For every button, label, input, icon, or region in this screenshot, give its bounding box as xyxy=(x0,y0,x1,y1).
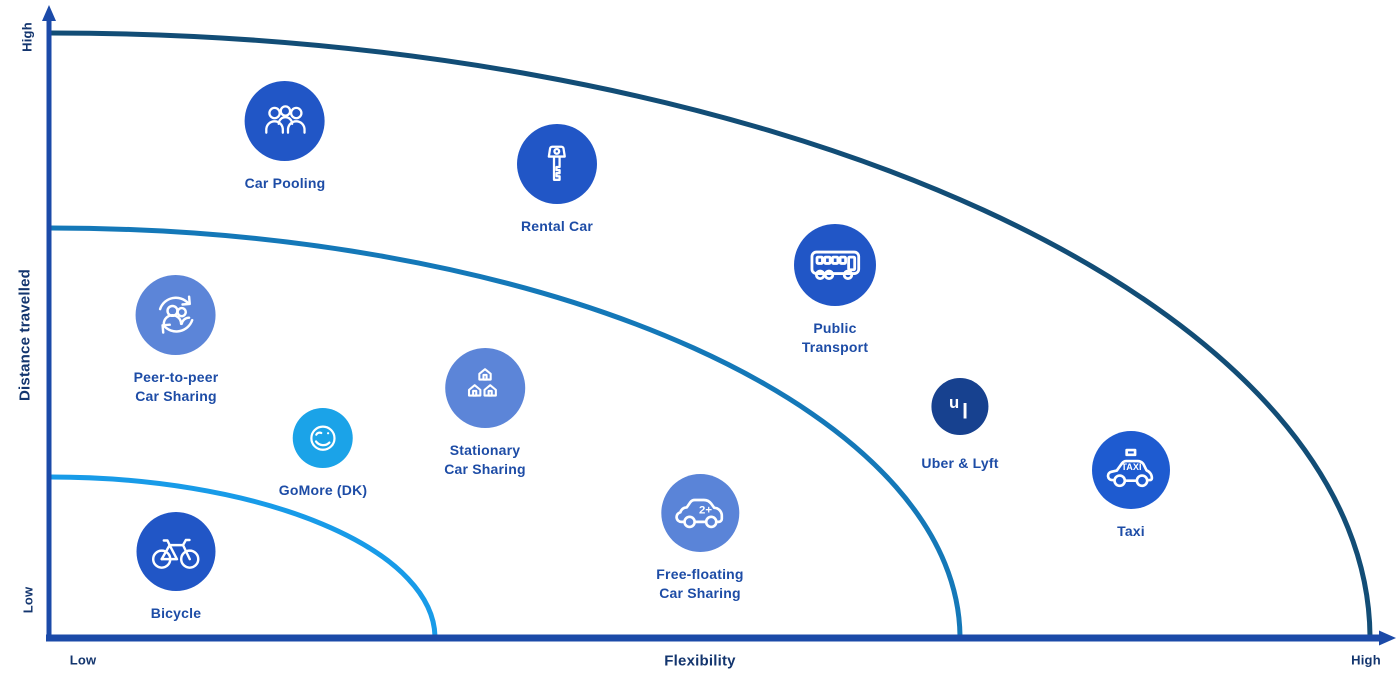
inner-arc xyxy=(50,474,438,639)
rental-car-bubble xyxy=(517,124,597,204)
label-line: Car Sharing xyxy=(135,388,217,404)
y-axis-title: Distance travelled xyxy=(16,269,34,401)
x-axis-title: Flexibility xyxy=(664,652,736,670)
people-group-icon xyxy=(264,105,306,135)
item-peer-to-peer-car-sharing: Peer-to-peer Car Sharing xyxy=(134,275,219,406)
item-public-transport: Public Transport xyxy=(794,224,876,357)
y-axis-low-label: Low xyxy=(20,586,36,614)
label-line: Car Pooling xyxy=(244,175,326,191)
uber-lyft-bubble: u l xyxy=(931,377,989,435)
label-line: GoMore (DK) xyxy=(278,482,368,498)
taxi-sign-text: TAXI xyxy=(1122,462,1142,472)
y-axis-high-label: High xyxy=(19,22,35,52)
uber-lyft-icon: u l xyxy=(949,393,969,424)
public-transport-bubble xyxy=(794,224,876,306)
taxi-bubble: TAXI xyxy=(1092,431,1170,509)
lyft-letter: l xyxy=(963,400,969,423)
peer-to-peer-bubble xyxy=(136,275,216,355)
item-label: Public Transport xyxy=(802,319,868,357)
item-label: Rental Car xyxy=(521,217,593,236)
item-taxi: TAXI Taxi xyxy=(1092,431,1170,541)
taxi-icon: TAXI xyxy=(1106,448,1154,488)
houses-icon xyxy=(467,368,497,397)
item-label: Peer-to-peer Car Sharing xyxy=(134,368,219,406)
x-axis-low-label: Low xyxy=(69,652,97,668)
item-car-pooling: Car Pooling xyxy=(245,81,326,193)
label-line: Car Sharing xyxy=(659,585,741,601)
item-free-floating-car-sharing: 2+ Free-floating Car Sharing xyxy=(656,474,743,603)
uber-letter: u xyxy=(949,393,959,412)
item-uber-lyft: u l Uber & Lyft xyxy=(921,377,998,473)
outer-arc xyxy=(50,30,1373,639)
x-axis-arrowhead xyxy=(1379,630,1396,646)
stationary-bubble xyxy=(445,348,525,428)
item-label: GoMore (DK) xyxy=(279,481,368,500)
item-label: Car Pooling xyxy=(245,174,326,193)
label-line: Rental Car xyxy=(520,218,594,234)
label-line: Transport xyxy=(801,339,869,355)
smiley-wink-icon xyxy=(310,425,336,451)
bicycle-icon xyxy=(152,538,200,569)
label-line: Public xyxy=(813,320,857,336)
item-label: Free-floating Car Sharing xyxy=(656,565,743,603)
label-line: Bicycle xyxy=(150,604,202,621)
free-floating-bubble: 2+ xyxy=(660,474,739,552)
item-label: Bicycle xyxy=(151,604,201,623)
middle-arc xyxy=(50,225,963,639)
bus-icon xyxy=(810,250,860,280)
label-line: Free-floating xyxy=(656,566,744,582)
label-line: Taxi xyxy=(1117,523,1145,539)
bicycle-bubble xyxy=(136,511,216,591)
key-icon xyxy=(547,145,567,182)
item-gomore-dk: GoMore (DK) xyxy=(279,408,368,500)
label-line: Uber & Lyft xyxy=(921,454,999,471)
label-line: Stationary xyxy=(449,442,521,458)
item-rental-car: Rental Car xyxy=(517,124,597,236)
x-axis-high-label: High xyxy=(1351,652,1381,668)
item-bicycle: Bicycle xyxy=(136,511,216,623)
people-cycle-icon xyxy=(158,295,194,335)
y-axis-arrowhead xyxy=(42,5,56,21)
item-stationary-car-sharing: Stationary Car Sharing xyxy=(444,348,526,479)
label-line: Car Sharing xyxy=(444,461,526,477)
label-line: Peer-to-peer xyxy=(133,369,219,385)
car-pooling-bubble xyxy=(244,81,325,161)
item-label: Taxi xyxy=(1117,522,1145,541)
gomore-bubble xyxy=(293,408,353,468)
car-2plus-icon: 2+ xyxy=(675,498,723,529)
item-label: Uber & Lyft xyxy=(921,454,998,473)
car-capacity-text: 2+ xyxy=(699,505,712,517)
item-label: Stationary Car Sharing xyxy=(444,441,526,479)
